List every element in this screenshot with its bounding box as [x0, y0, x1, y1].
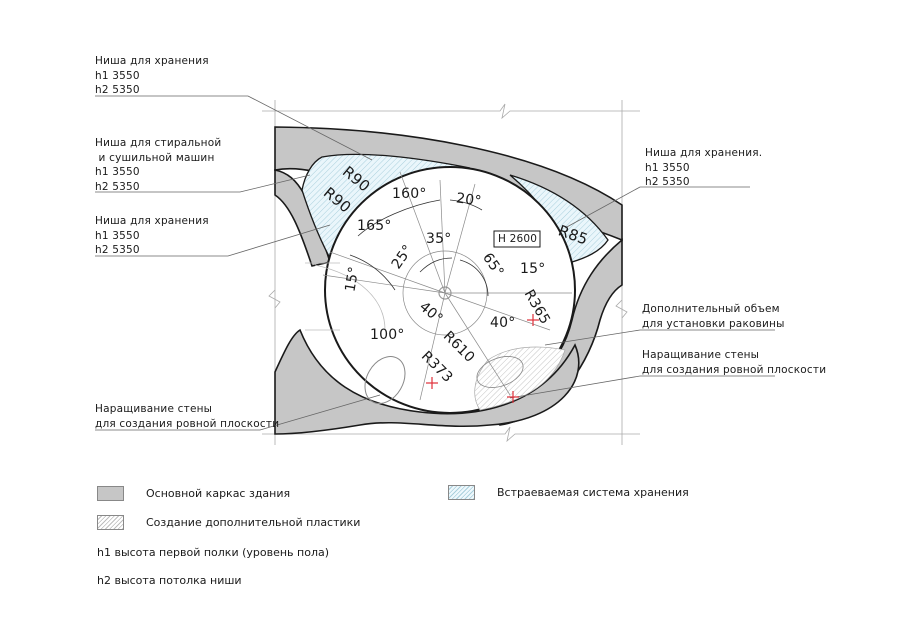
callout-storage-niche-right: Ниша для хранения. h1 3550 h2 5350 — [645, 146, 762, 190]
callout-h1: h1 3550 — [95, 166, 140, 178]
callout-title: Ниша для хранения — [95, 215, 209, 227]
dim-angle-35: 35° — [426, 231, 452, 247]
legend-swatch-gray — [97, 486, 124, 501]
legend-note-h2: h2 высота потолка ниши — [97, 574, 242, 587]
dim-angle-40-right: 40° — [490, 315, 516, 331]
callout-h2: h2 5350 — [645, 176, 690, 188]
legend-note-h1: h1 высота первой полки (уровень пола) — [97, 546, 330, 559]
callout-storage-niche-top-left: Ниша для хранения h1 3550 h2 5350 — [95, 54, 209, 98]
callout-wall-build-right: Наращивание стены для создания ровной пл… — [642, 348, 826, 377]
center-markers — [426, 314, 539, 403]
callout-wall-build-left: Наращивание стены для создания ровной пл… — [95, 402, 279, 431]
legend-label: Встраеваемая система хранения — [497, 486, 689, 499]
callout-h2: h2 5350 — [95, 244, 140, 256]
door-opening — [305, 262, 386, 331]
leader-lines — [95, 95, 775, 431]
callout-storage-niche-left: Ниша для хранения h1 3550 h2 5350 — [95, 214, 209, 258]
callout-title-2: и сушильной машин — [95, 151, 215, 164]
dim-angle-165: 165° — [357, 218, 392, 234]
callout-line-2: для создания ровной плоскости — [95, 417, 280, 430]
callout-h1: h1 3550 — [645, 161, 690, 174]
sink-fixture — [476, 356, 524, 388]
toilet-fixture — [364, 356, 406, 404]
callout-line-1: Наращивание стены — [642, 349, 760, 361]
legend-item-additional-plastic: Создание дополнительной пластики — [97, 515, 360, 530]
legend-swatch-hatch-gray — [97, 515, 124, 530]
dimension-arcs — [349, 199, 489, 297]
callout-line-1: Наращивание стены — [95, 403, 213, 415]
callout-title: Ниша для хранения — [95, 55, 209, 67]
dim-angle-160: 160° — [392, 186, 427, 202]
callout-h2: h2 5350 — [95, 180, 140, 193]
height-tag-box — [493, 230, 541, 248]
callout-h2: h2 5350 — [95, 84, 140, 96]
legend-item-building-frame: Основной каркас здания — [97, 486, 290, 501]
callout-line-2: для установки раковины — [642, 317, 785, 330]
height-tag: H 2600 — [498, 233, 538, 245]
callout-washer-dryer-niche: Ниша для стиральной и сушильной машин h1… — [95, 136, 221, 194]
callout-line-2: для создания ровной плоскости — [642, 363, 827, 376]
legend-swatch-hatch-blue — [448, 485, 475, 500]
dim-angle-100: 100° — [370, 327, 405, 343]
legend-label: Основной каркас здания — [146, 487, 291, 500]
legend-label: Создание дополнительной пластики — [146, 516, 361, 529]
callout-title: Ниша для стиральной — [95, 137, 222, 149]
callout-h1: h1 3550 — [95, 229, 140, 242]
dim-angle-20: 20° — [455, 190, 483, 210]
dim-angle-15-right: 15° — [520, 261, 546, 277]
legend-item-built-in-storage: Встраеваемая система хранения — [448, 485, 689, 500]
callout-line-1: Дополнительный объем — [642, 303, 780, 315]
callout-sink-volume: Дополнительный объем для установки раков… — [642, 302, 785, 331]
spiral-stair — [322, 171, 572, 401]
callout-title: Ниша для хранения. — [645, 147, 763, 159]
callout-h1: h1 3550 — [95, 69, 140, 82]
